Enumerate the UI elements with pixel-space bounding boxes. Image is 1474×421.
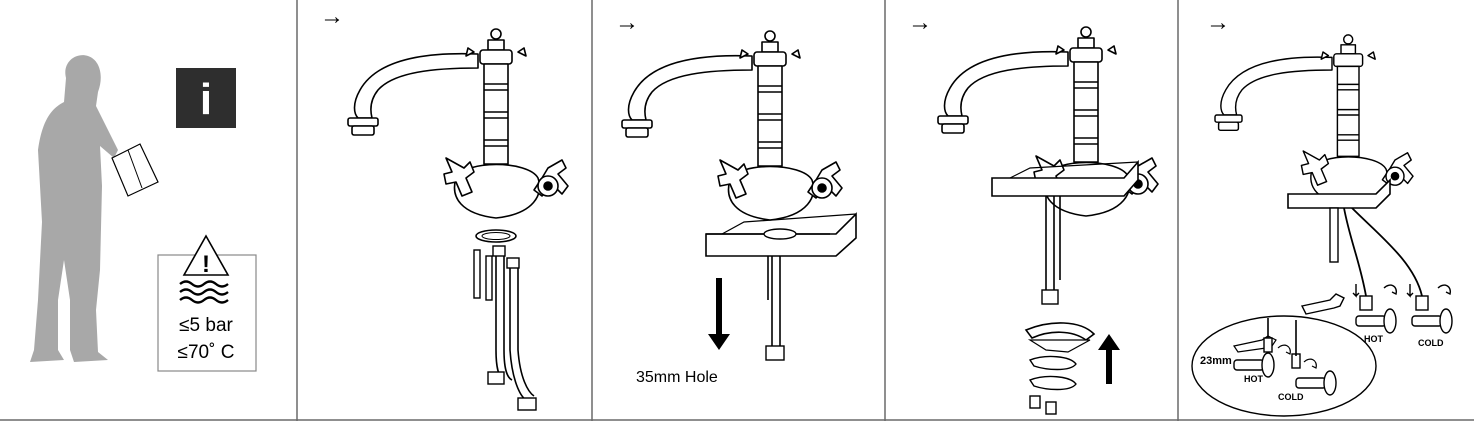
wrench-icon [1300, 293, 1345, 315]
flex-hoses [495, 254, 535, 401]
temperature-limit: ≤70˚ C [178, 342, 235, 363]
countertop [991, 159, 1139, 197]
hole-size-label: 35mm Hole [636, 369, 718, 386]
hot-label: HOT [1364, 334, 1384, 344]
step-arrow-icon: → [1206, 9, 1230, 36]
faucet-drawing [347, 28, 569, 219]
o-ring [475, 229, 517, 243]
washer [1028, 375, 1077, 391]
flex-hoses [1343, 207, 1423, 297]
up-arrow-icon [1098, 334, 1120, 384]
faucet-drawing [621, 30, 843, 221]
panel-step-2: → 35mm Hole [615, 9, 857, 386]
step-arrow-icon: → [320, 3, 344, 30]
cold-label: COLD [1418, 338, 1444, 348]
inset-hot-label: HOT [1244, 374, 1264, 384]
water-waves-icon [179, 280, 229, 304]
inset-cold-label: COLD [1278, 392, 1304, 402]
step-arrow-icon: → [615, 9, 639, 36]
washer [1028, 355, 1077, 371]
warning-triangle-icon [182, 234, 230, 276]
info-badge [176, 68, 236, 128]
inset-size-label: 23mm [1200, 355, 1232, 367]
shutoff-valves [1355, 308, 1453, 334]
detail-inset: 23mm HOT COLD [1191, 315, 1377, 417]
mounting-bracket [1024, 322, 1096, 341]
warning-exclamation: ! [202, 251, 210, 278]
down-arrow-icon [708, 278, 730, 350]
faucet-drawing [1214, 34, 1414, 206]
nuts [1029, 395, 1057, 415]
person-reading-icon [30, 55, 118, 362]
panel-step-3: → [908, 9, 1159, 415]
warning-box: ! ≤5 bar ≤70˚ C [157, 234, 257, 372]
countertop [1287, 178, 1391, 209]
pressure-limit: ≤5 bar [179, 315, 233, 336]
info-icon: i [200, 75, 212, 124]
step-arrow-icon: → [908, 9, 932, 36]
panel-step-1: → [320, 3, 569, 411]
rotate-arrow-icon [1352, 284, 1452, 298]
panel-step-4: → HOT COLD [1191, 9, 1453, 417]
threaded-rods [473, 249, 493, 301]
panel-info: i ! ≤5 bar ≤70˚ C [30, 55, 257, 372]
